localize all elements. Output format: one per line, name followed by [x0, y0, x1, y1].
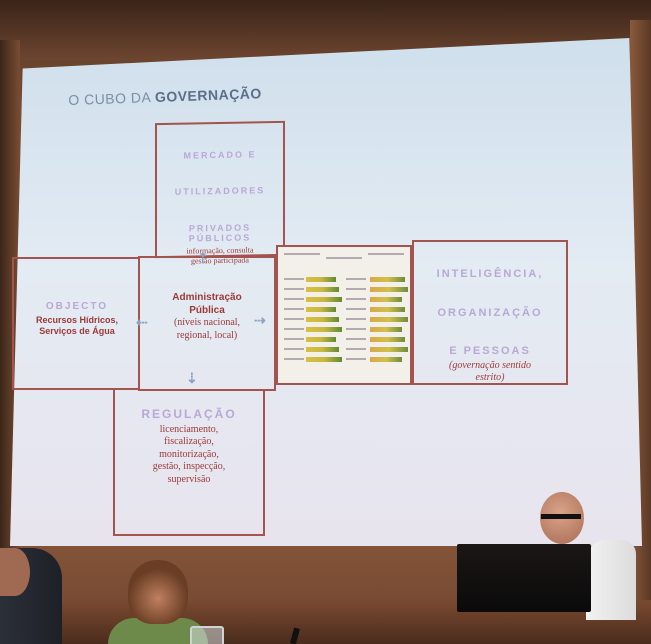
speaker-body — [586, 540, 636, 620]
mini-chart-label — [346, 358, 366, 360]
mini-chart-label — [284, 348, 304, 350]
cell-objecto: OBJECTO Recursos Hídricos, Serviços de Á… — [12, 257, 140, 390]
mini-chart-label — [346, 318, 366, 320]
mini-chart-bar — [306, 347, 339, 352]
mini-chart-label — [346, 288, 366, 290]
bottom-body-4: gestão, inspecção, — [152, 461, 226, 473]
mini-chart-bar — [370, 337, 405, 342]
mini-chart-bar — [306, 287, 339, 292]
mini-chart-label — [284, 328, 304, 330]
mini-chart-bar — [306, 327, 342, 332]
mini-chart-bar — [370, 357, 402, 362]
mini-chart-label — [346, 328, 366, 330]
right-heading-1: INTELIGÊNCIA, — [436, 268, 544, 280]
left-body-2: Serviços de Água — [39, 325, 115, 336]
water-glass — [190, 626, 224, 644]
mini-chart-header — [326, 257, 362, 259]
mini-chart-label — [346, 348, 366, 350]
mini-chart-bar — [306, 277, 336, 282]
mini-chart-bar — [306, 297, 342, 302]
laptop-podium — [457, 544, 591, 612]
mini-chart-bar — [370, 347, 408, 352]
right-body-1: (governação sentido — [449, 359, 531, 371]
mini-chart-header — [284, 253, 320, 255]
mini-chart-bar — [370, 307, 405, 312]
arrow-up-icon: ⇡ — [197, 250, 209, 266]
center-heading-1: Administração — [172, 292, 242, 303]
mini-chart-label — [346, 298, 366, 300]
center-body-1: (níveis nacional, — [173, 317, 241, 328]
arrow-left-icon: ⇠ — [136, 314, 148, 330]
top-heading-1: MERCADO E — [183, 149, 257, 161]
bottom-heading: REGULAÇÃO — [141, 407, 237, 421]
bottom-body-5: supervisão — [167, 473, 211, 485]
mini-chart-label — [346, 278, 366, 280]
center-heading-2: Pública — [189, 304, 225, 316]
audience-man-left-head — [0, 548, 30, 596]
right-heading-2: ORGANIZAÇÃO — [437, 306, 543, 319]
mini-chart-bar — [306, 317, 339, 322]
mini-chart-label — [346, 338, 366, 340]
mini-chart-label — [284, 318, 304, 320]
mini-chart-bar — [306, 307, 336, 312]
cell-mercado-utilizadores: MERCADO E UTILIZADORES PRIVADOS PÚBLICOS… — [155, 120, 285, 266]
mini-chart-bar — [370, 287, 408, 292]
cell-miniature-chart — [276, 245, 412, 385]
top-heading-4: PÚBLICOS — [188, 232, 252, 244]
mini-chart-bar — [370, 317, 408, 322]
audience-woman-head — [128, 560, 188, 624]
right-body-2: estrito) — [475, 372, 505, 384]
mini-chart-label — [284, 338, 304, 340]
mini-chart-label — [284, 278, 304, 280]
mini-chart-label — [284, 308, 304, 310]
mini-chart-label — [284, 358, 304, 360]
right-heading-3: E PESSOAS — [449, 345, 531, 358]
mini-chart-label — [284, 298, 304, 300]
left-heading: OBJECTO — [45, 301, 109, 312]
left-body-1: Recursos Hídricos, — [35, 314, 119, 325]
mini-chart-label — [284, 288, 304, 290]
speaker-glasses — [541, 514, 581, 519]
bottom-body-2: fiscalização, — [164, 436, 214, 448]
arrow-down-icon: ⇣ — [186, 370, 198, 386]
mini-chart-label — [346, 308, 366, 310]
center-body-2: regional, local) — [176, 329, 238, 341]
mini-chart-bar — [370, 327, 402, 332]
mini-chart-bar — [306, 357, 342, 362]
mini-chart-bar — [370, 297, 402, 302]
mini-chart-bar — [306, 337, 336, 342]
mini-chart-header — [368, 253, 404, 255]
arrow-right-icon: ⇢ — [254, 312, 266, 328]
cell-inteligencia: INTELIGÊNCIA, ORGANIZAÇÃO E PESSOAS (gov… — [412, 240, 568, 385]
bottom-body-3: monitorização, — [159, 448, 219, 460]
top-heading-2: UTILIZADORES — [174, 185, 266, 198]
cell-administracao-publica: Administração Pública (níveis nacional, … — [138, 256, 276, 391]
cell-regulacao: REGULAÇÃO licenciamento, fiscalização, m… — [113, 390, 265, 536]
mini-chart-bar — [370, 277, 405, 282]
bottom-body-1: licenciamento, — [159, 423, 219, 435]
